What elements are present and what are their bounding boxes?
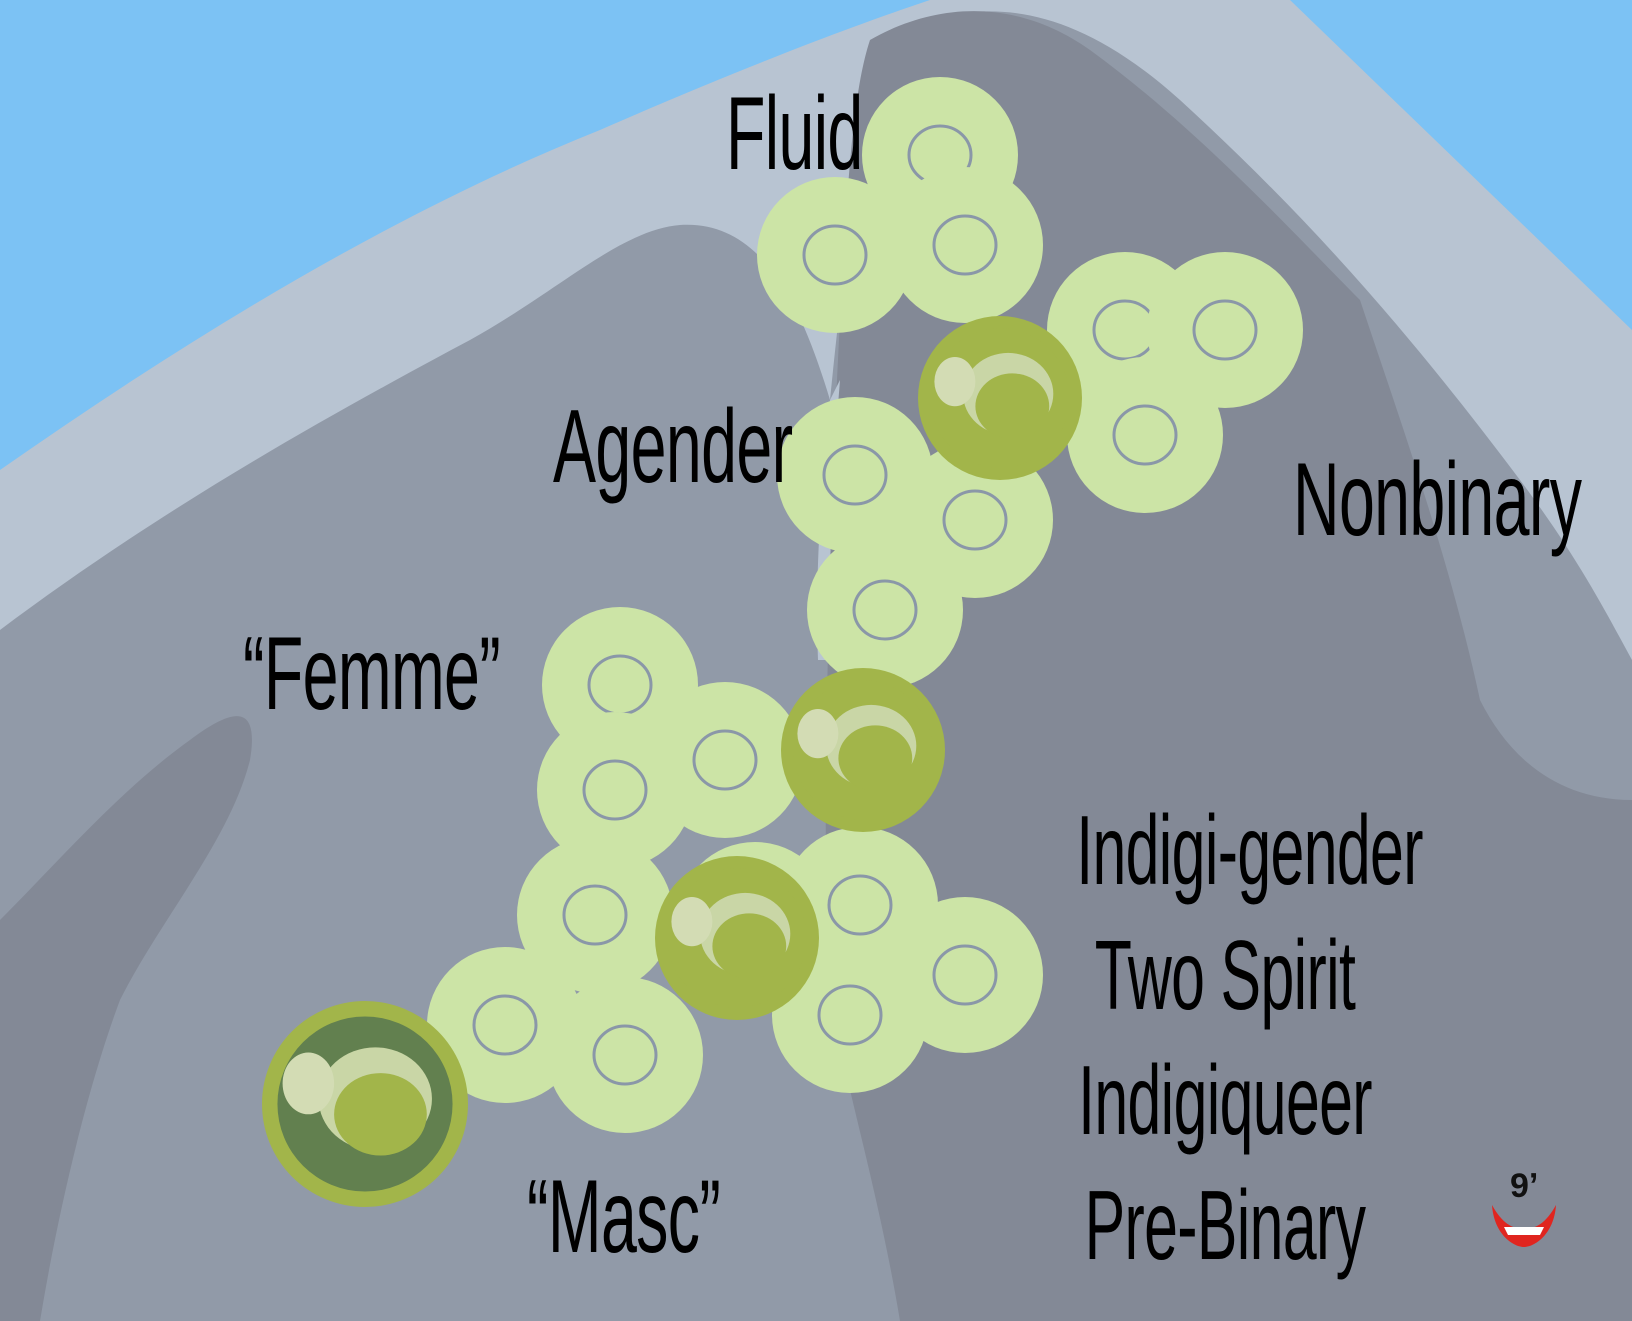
logo-mark: 9ʼ [1510,1167,1538,1205]
identity-item: Pre-Binary [1076,1163,1374,1288]
artist-logo-icon: 9ʼ [1484,1165,1564,1255]
identity-item: Indigiqueer [1076,1038,1374,1163]
identity-item: Two Spirit [1076,913,1374,1038]
label-nonbinary: Nonbinary [1293,448,1581,552]
lichen-cell-icon [547,977,703,1133]
label-agender: Agender [553,395,792,499]
indigenous-identities-list: Indigi-gender Two Spirit Indigiqueer Pre… [985,788,1465,1288]
spore-icon [262,1001,468,1207]
spore-icon [918,316,1082,480]
label-masc: “Masc” [527,1165,720,1269]
label-femme: “Femme” [243,622,500,726]
identity-item: Indigi-gender [1076,788,1374,913]
label-fluid: Fluid [726,82,863,186]
lichen-cell-icon [887,167,1043,323]
lichen-cell-icon [1067,357,1223,513]
spore-icon [781,668,945,832]
spore-icon [655,856,819,1020]
lichen-cell-icon [807,532,963,688]
lichen-cell-icon [647,682,803,838]
